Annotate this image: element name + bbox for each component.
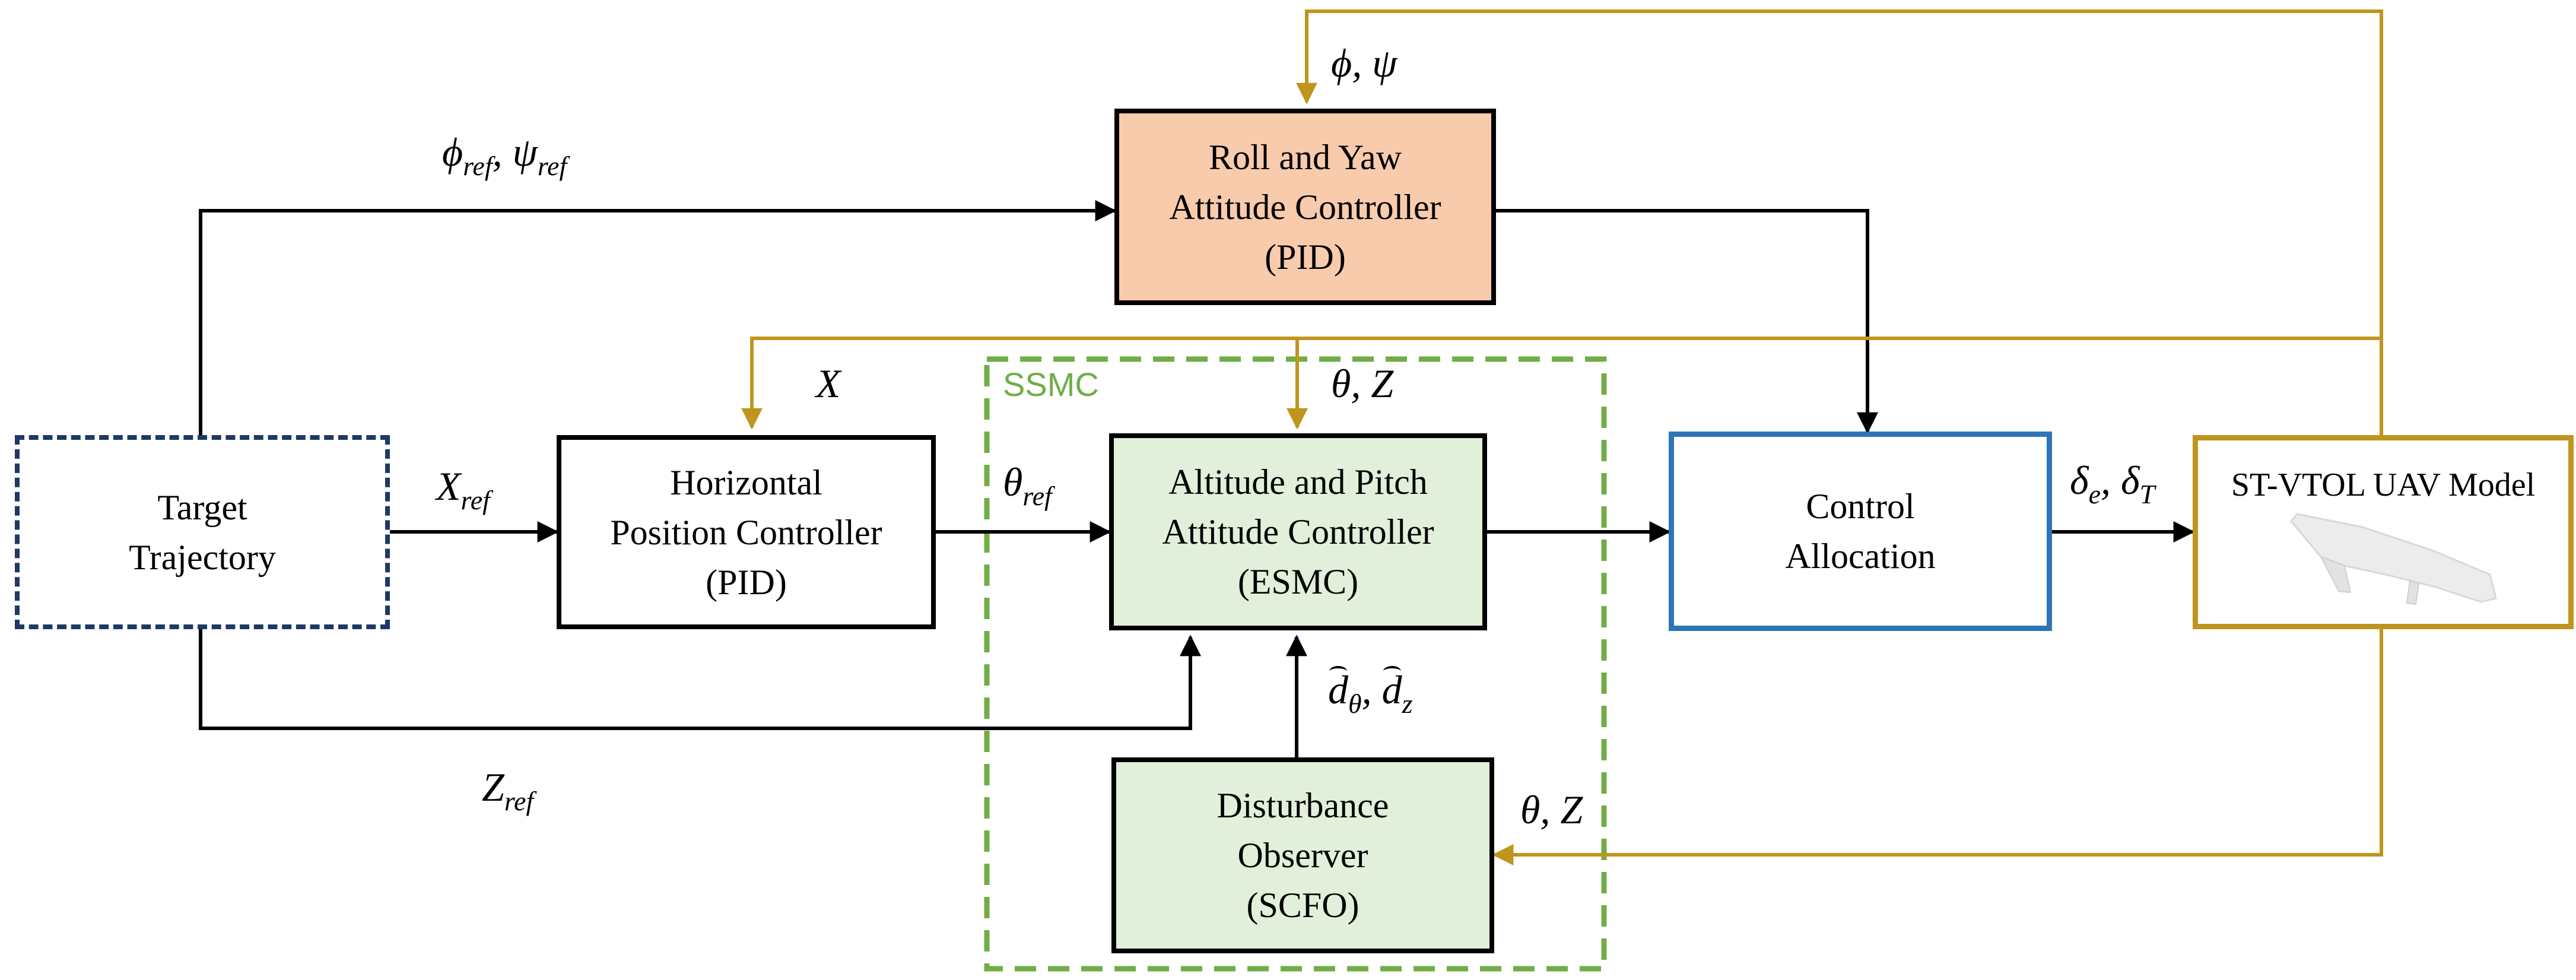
d-z-hat-symbol: d	[1381, 666, 1402, 712]
uav-silhouette-icon	[2290, 513, 2497, 605]
observer-line-3: (SCFO)	[1246, 886, 1360, 925]
horizontal-position-controller-block: Horizontal Position Controller (PID)	[557, 435, 936, 629]
target-trajectory-block: Target Trajectory	[15, 435, 390, 629]
arrow-target-to-altitude-zref	[199, 629, 1201, 730]
delta-t-subscript: T	[2139, 479, 2155, 510]
x-ref-symbol: X	[436, 464, 461, 509]
observer-line-1: Disturbance	[1216, 786, 1389, 825]
control-allocation-line-1: Control	[1806, 487, 1915, 526]
phi-ref-symbol: ϕ	[442, 129, 463, 175]
horizontal-controller-line-3: (PID)	[706, 562, 787, 602]
control-allocation-block: Control Allocation	[1669, 432, 2052, 631]
d-z-subscript: z	[1402, 689, 1413, 719]
uav-model-block: ST-VTOL UAV Model	[2193, 435, 2574, 629]
delta-e-subscript: e	[2088, 479, 2101, 510]
horizontal-controller-line-2: Position Controller	[610, 512, 882, 552]
delta-t-symbol: δ	[2121, 458, 2140, 503]
d-theta-subscript: θ	[1348, 689, 1362, 719]
z-ref-label: Zref	[482, 767, 533, 815]
x-ref-subscript: ref	[460, 485, 490, 516]
psi-ref-symbol: ψ	[512, 129, 538, 175]
altitude-pitch-attitude-controller-block: Altitude and Pitch Attitude Controller (…	[1109, 433, 1487, 630]
phi-ref-subscript: ref	[463, 151, 493, 182]
theta-z-top-label: θ, Z	[1331, 361, 1394, 406]
horizontal-controller-line-1: Horizontal	[670, 462, 822, 502]
roll-yaw-line-1: Roll and Yaw	[1208, 137, 1402, 177]
roll-yaw-line-2: Attitude Controller	[1169, 187, 1441, 227]
feedback-uav-states-bus	[741, 337, 2381, 430]
x-ref-label: Xref	[436, 466, 490, 514]
z-ref-subscript: ref	[504, 786, 534, 817]
disturbance-observer-block: Disturbance Observer (SCFO)	[1111, 757, 1494, 953]
phi-psi-ref-label: ϕref, ψref	[442, 132, 567, 180]
arrow-target-to-roll-yaw	[199, 200, 1117, 435]
feedback-uav-to-roll-yaw	[1296, 9, 2383, 435]
target-trajectory-line-1: Target	[157, 487, 247, 527]
control-allocation-line-2: Allocation	[1785, 537, 1936, 576]
z-ref-symbol: Z	[482, 765, 504, 810]
phi-psi-feedback-label: ϕ, ψ	[1331, 40, 1397, 85]
target-trajectory-line-2: Trajectory	[129, 537, 276, 577]
theta-ref-label: θref	[1003, 462, 1052, 510]
altitude-pitch-line-2: Attitude Controller	[1162, 512, 1434, 551]
uav-model-label: ST-VTOL UAV Model	[2231, 467, 2536, 503]
theta-ref-symbol: θ	[1003, 459, 1023, 505]
d-hat-separator: ,	[1361, 667, 1382, 712]
roll-yaw-line-3: (PID)	[1265, 237, 1346, 277]
ssmc-group-label: SSMC	[1003, 366, 1099, 403]
altitude-pitch-line-3: (ESMC)	[1237, 562, 1359, 601]
delta-e-symbol: δ	[2070, 458, 2089, 503]
delta-separator: ,	[2101, 458, 2121, 503]
theta-z-bottom-label: θ, Z	[1520, 787, 1583, 832]
d-theta-hat-symbol: d	[1328, 666, 1348, 712]
roll-yaw-attitude-controller-block: Roll and Yaw Attitude Controller (PID)	[1114, 109, 1496, 305]
altitude-pitch-line-1: Altitude and Pitch	[1168, 462, 1428, 502]
delta-label: δe, δT	[2070, 460, 2155, 508]
observer-line-2: Observer	[1237, 836, 1368, 875]
psi-ref-subscript: ref	[537, 151, 567, 182]
arrow-roll-yaw-to-allocation	[1496, 209, 1878, 434]
theta-ref-subscript: ref	[1022, 481, 1052, 512]
phi-psi-ref-separator: ,	[492, 129, 513, 175]
disturbance-estimate-label: dθ, dz	[1328, 666, 1413, 719]
feedback-uav-to-observer	[1492, 629, 2383, 865]
x-feedback-label: X	[816, 361, 841, 406]
